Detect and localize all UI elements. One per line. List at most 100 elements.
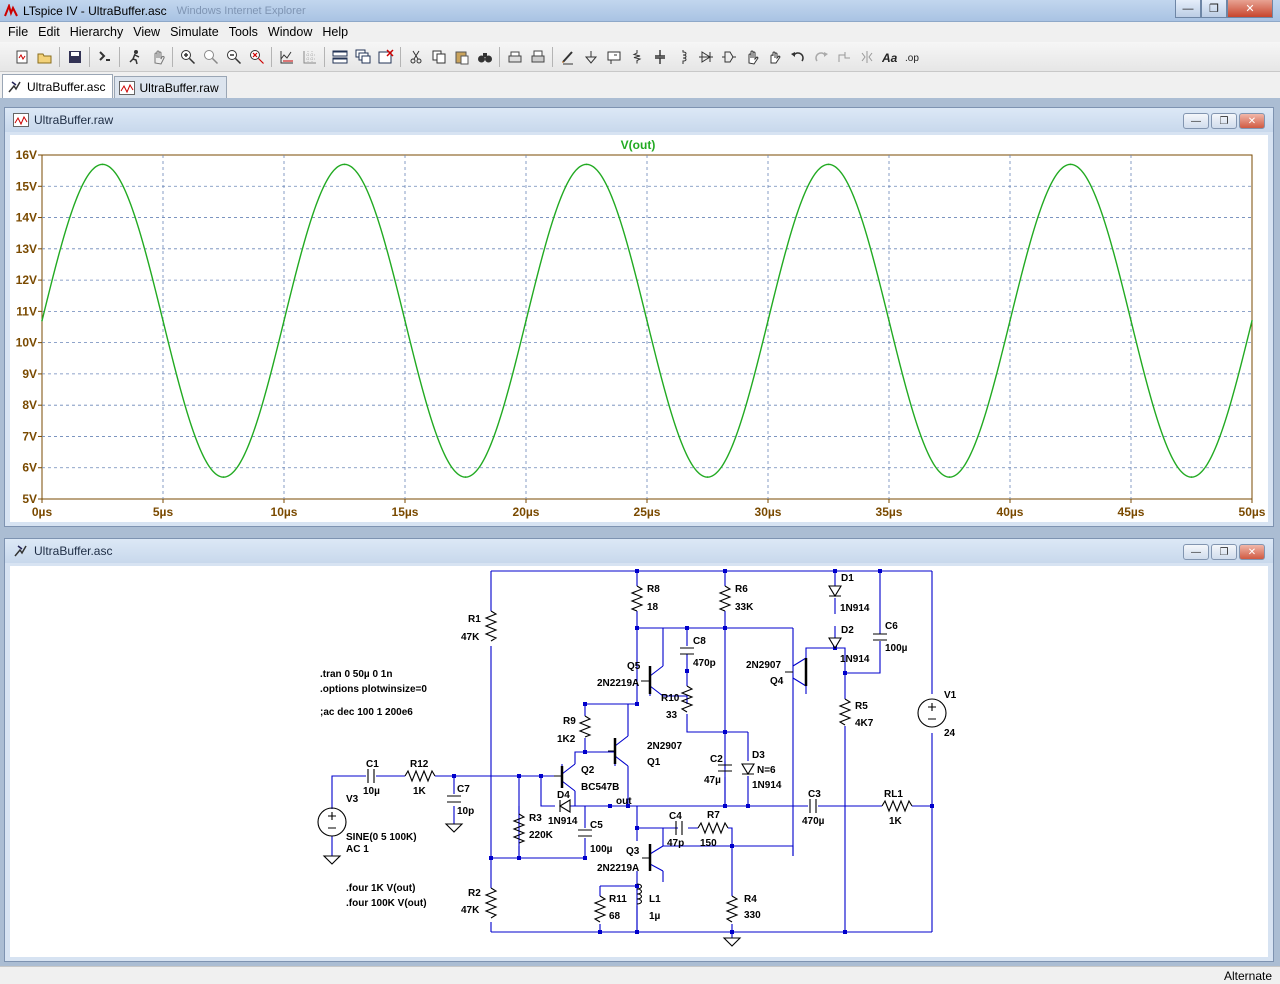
minimize-button[interactable]: —	[1183, 544, 1209, 560]
value-C5[interactable]: 100µ	[590, 844, 613, 855]
halt-icon[interactable]	[146, 45, 169, 68]
value-R4[interactable]: 330	[744, 910, 761, 921]
label-C8[interactable]: C8	[693, 636, 706, 647]
inductor-icon[interactable]	[671, 45, 694, 68]
close-windows-icon[interactable]	[374, 45, 397, 68]
label-C6[interactable]: C6	[885, 621, 898, 632]
label-C4[interactable]: C4	[669, 811, 682, 822]
label-Q4[interactable]: Q4	[770, 676, 784, 687]
value-C1[interactable]: 10µ	[363, 786, 380, 797]
directive-tran[interactable]: .tran 0 50µ 0 1n	[320, 669, 392, 680]
label-C3[interactable]: C3	[808, 789, 821, 800]
label-R12[interactable]: R12	[410, 759, 429, 770]
value-RL1[interactable]: 1K	[889, 816, 903, 827]
tile-horizontal-icon[interactable]	[328, 45, 351, 68]
menu-window[interactable]: Window	[267, 25, 313, 39]
label-R3[interactable]: R3	[529, 813, 542, 824]
model-Q4[interactable]: 2N2907	[746, 660, 781, 671]
copy-icon[interactable]	[427, 45, 450, 68]
minimize-button[interactable]: —	[1183, 113, 1209, 129]
model-Q5[interactable]: 2N2219A	[597, 678, 639, 689]
wire-icon[interactable]	[556, 45, 579, 68]
label-D2[interactable]: D2	[841, 625, 854, 636]
value-D2[interactable]: 1N914	[840, 654, 870, 665]
label-R4[interactable]: R4	[744, 894, 757, 905]
label-V3[interactable]: V3	[346, 794, 359, 805]
value-R11[interactable]: 68	[609, 911, 621, 922]
save-icon[interactable]	[63, 45, 86, 68]
tab-schematic[interactable]: UltraBuffer.asc	[2, 74, 114, 98]
label-R9[interactable]: R9	[563, 716, 576, 727]
grid-icon[interactable]	[298, 45, 321, 68]
component-icon[interactable]	[717, 45, 740, 68]
value-L1[interactable]: 1µ	[649, 911, 661, 922]
label-C7[interactable]: C7	[457, 784, 470, 795]
redo-icon[interactable]	[809, 45, 832, 68]
zoom-out-icon[interactable]	[222, 45, 245, 68]
schematic-canvas[interactable]: R1 47K R2 47K R3 220K R4 330 R5 4K7 R6 3…	[10, 566, 1268, 957]
label-C2[interactable]: C2	[710, 754, 723, 765]
value-R9[interactable]: 1K2	[557, 734, 576, 745]
label-Q1[interactable]: Q1	[647, 757, 661, 768]
directive-four-100k[interactable]: .four 100K V(out)	[346, 898, 427, 909]
label-R8[interactable]: R8	[647, 584, 660, 595]
drag-icon[interactable]	[763, 45, 786, 68]
maximize-button[interactable]: ❐	[1211, 544, 1237, 560]
spice-directive-icon[interactable]: .op	[901, 45, 924, 68]
run-icon[interactable]	[123, 45, 146, 68]
label-icon[interactable]	[602, 45, 625, 68]
maximize-button[interactable]: ❐	[1211, 113, 1237, 129]
value-R7[interactable]: 150	[700, 838, 717, 849]
value-R2[interactable]: 47K	[461, 905, 480, 916]
value-R10[interactable]: 33	[666, 710, 678, 721]
value-D3[interactable]: N=6	[757, 765, 776, 776]
paste-icon[interactable]	[450, 45, 473, 68]
zoom-pan-icon[interactable]	[199, 45, 222, 68]
label-D4[interactable]: D4	[557, 790, 570, 801]
value-C8[interactable]: 470p	[693, 658, 716, 669]
label-R2[interactable]: R2	[468, 888, 481, 899]
ltspice-app-icon[interactable]	[4, 3, 18, 18]
find-icon[interactable]	[473, 45, 496, 68]
menu-file[interactable]: File	[8, 25, 29, 39]
label-Q5[interactable]: Q5	[627, 661, 641, 672]
value-C2[interactable]: 47µ	[704, 775, 721, 786]
move-icon[interactable]	[740, 45, 763, 68]
label-D3[interactable]: D3	[752, 750, 765, 761]
menu-tools[interactable]: Tools	[228, 25, 258, 39]
directive-options[interactable]: .options plotwinsize=0	[320, 684, 427, 695]
resistor-icon[interactable]	[625, 45, 648, 68]
ground-icon[interactable]	[579, 45, 602, 68]
close-button[interactable]: ✕	[1239, 113, 1265, 129]
capacitor-icon[interactable]	[648, 45, 671, 68]
directive-four-1k[interactable]: .four 1K V(out)	[346, 883, 415, 894]
model-D3[interactable]: 1N914	[752, 780, 782, 791]
text-icon[interactable]: Aa	[878, 45, 901, 68]
label-R1[interactable]: R1	[468, 614, 481, 625]
model-Q1[interactable]: 2N2907	[647, 741, 682, 752]
open-icon[interactable]	[33, 45, 56, 68]
value-R1[interactable]: 47K	[461, 632, 480, 643]
control-panel-icon[interactable]	[93, 45, 116, 68]
diode-icon[interactable]	[694, 45, 717, 68]
minimize-button[interactable]: —	[1175, 0, 1201, 18]
close-button[interactable]: ✕	[1227, 0, 1273, 18]
value-R12[interactable]: 1K	[413, 786, 427, 797]
value-V3-ac[interactable]: AC 1	[346, 844, 369, 855]
value-R8[interactable]: 18	[647, 602, 659, 613]
new-schematic-icon[interactable]	[10, 45, 33, 68]
maximize-button[interactable]: ❐	[1201, 0, 1227, 18]
cascade-icon[interactable]	[351, 45, 374, 68]
cut-icon[interactable]	[404, 45, 427, 68]
value-V1[interactable]: 24	[944, 728, 956, 739]
print-setup-icon[interactable]	[503, 45, 526, 68]
value-C4[interactable]: 47p	[667, 838, 684, 849]
label-R7[interactable]: R7	[707, 810, 720, 821]
tab-waveform[interactable]: UltraBuffer.raw	[114, 76, 227, 98]
schematic-window-titlebar[interactable]: UltraBuffer.asc	[5, 539, 1273, 563]
label-C5[interactable]: C5	[590, 820, 603, 831]
print-icon[interactable]	[526, 45, 549, 68]
mirror-icon[interactable]	[855, 45, 878, 68]
value-C3[interactable]: 470µ	[802, 816, 825, 827]
